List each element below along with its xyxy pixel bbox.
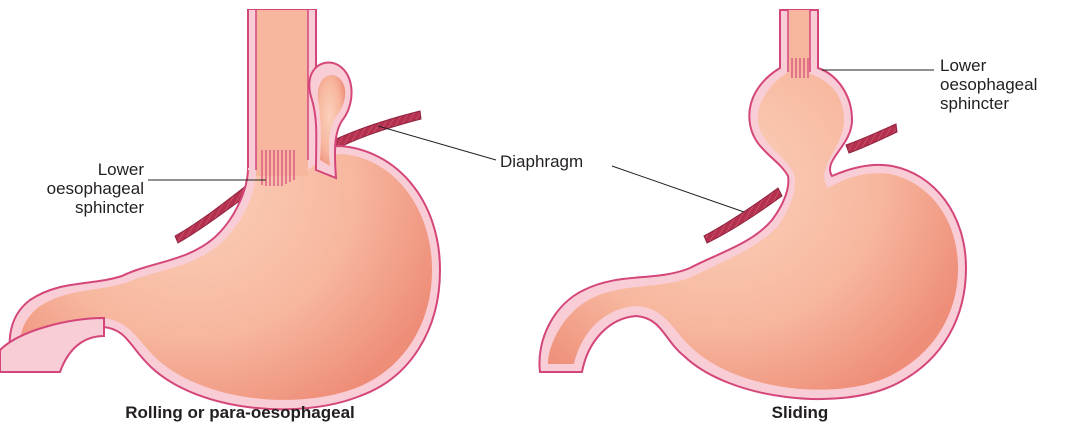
sliding-hernia-illustration (539, 10, 966, 399)
caption-rolling: Rolling or para-oesophageal (90, 403, 390, 423)
leader-diaphragm-right (612, 166, 744, 212)
label-line: Lower (40, 160, 144, 179)
label-line: oesophageal (40, 179, 144, 198)
caption-sliding: Sliding (740, 403, 860, 423)
label-right-sphincter: Lower oesophageal sphincter (940, 56, 1037, 113)
label-line: sphincter (40, 198, 144, 217)
label-left-sphincter: Lower oesophageal sphincter (40, 160, 144, 217)
label-diaphragm: Diaphragm (500, 152, 583, 171)
stomach-lumen-right (548, 10, 958, 390)
label-line: sphincter (940, 94, 1037, 113)
diaphragm-right-segment-right (846, 124, 897, 153)
label-line: Lower (940, 56, 1037, 75)
diaphragm-right-segment (334, 111, 421, 148)
label-line: oesophageal (940, 75, 1037, 94)
leader-diaphragm-left (378, 126, 496, 160)
